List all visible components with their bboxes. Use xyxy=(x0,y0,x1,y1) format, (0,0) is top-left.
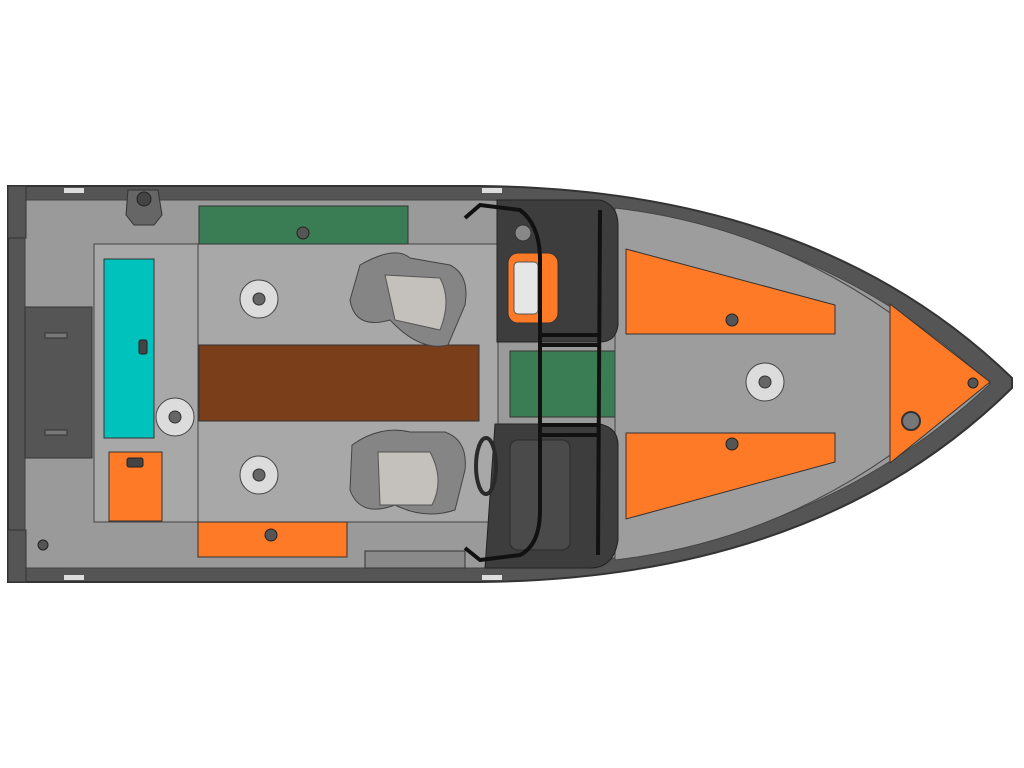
cleat-icon xyxy=(482,188,502,193)
orange-bow-hatch-bottom xyxy=(625,432,836,520)
pedestal-base-icon xyxy=(239,279,279,319)
steering-wheel-icon xyxy=(474,436,498,496)
hatch-handle-icon xyxy=(296,226,310,240)
cyan-livewell-hatch xyxy=(103,258,155,439)
drain-icon xyxy=(37,539,49,551)
windshield-frame xyxy=(463,203,602,562)
hatch-handle-icon xyxy=(725,313,739,327)
hatch-handle-icon xyxy=(264,528,278,542)
stern-notch-bottom xyxy=(7,529,27,583)
console-cupholder xyxy=(514,224,532,242)
stern-well-bar xyxy=(44,429,68,436)
seat-icon xyxy=(349,429,466,515)
bottom-step-panel xyxy=(364,550,466,569)
latch-icon xyxy=(126,457,144,468)
brown-center-floor-storage xyxy=(198,344,480,422)
fuel-cap xyxy=(136,191,152,207)
hatch-handle-icon xyxy=(725,437,739,451)
drain-icon xyxy=(901,411,921,431)
pedestal-base-icon xyxy=(239,455,279,495)
stern-well-bar xyxy=(44,332,68,339)
pedestal-base-icon xyxy=(155,397,195,437)
latch-icon xyxy=(138,339,148,355)
glove-box-insert xyxy=(513,261,539,315)
fuel-fill-icon xyxy=(125,189,163,226)
seat-icon xyxy=(349,252,467,347)
cleat-icon xyxy=(482,575,502,580)
cleat-icon xyxy=(64,188,84,193)
cleat-icon xyxy=(64,575,84,580)
pedestal-base-icon xyxy=(745,362,785,402)
bow-light xyxy=(967,377,979,389)
stern-notch-top xyxy=(7,185,27,239)
orange-bow-hatch-top xyxy=(625,248,836,335)
